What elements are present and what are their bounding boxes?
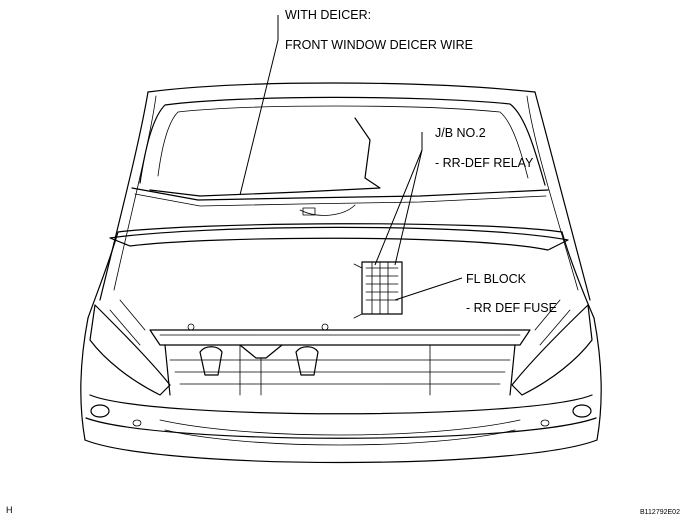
fl-block-item-label: - RR DEF FUSE: [466, 301, 557, 315]
deicer-title-label: WITH DEICER:: [285, 8, 371, 22]
jb-item-label: - RR-DEF RELAY: [435, 156, 534, 170]
junction-block-no2: [353, 261, 403, 319]
fl-block-title-label: FL BLOCK: [466, 272, 527, 286]
figure-code: B112792E02: [640, 509, 680, 516]
leader-lines: [239, 15, 463, 301]
engine-bay-internals: [109, 299, 571, 396]
jb-title-label: J/B NO.2: [435, 126, 486, 140]
deicer-item-label: FRONT WINDOW DEICER WIRE: [285, 38, 473, 52]
front-window-deicer-wire: [149, 117, 381, 216]
vehicle-outline: [80, 82, 602, 464]
corner-mark: H: [6, 505, 13, 515]
